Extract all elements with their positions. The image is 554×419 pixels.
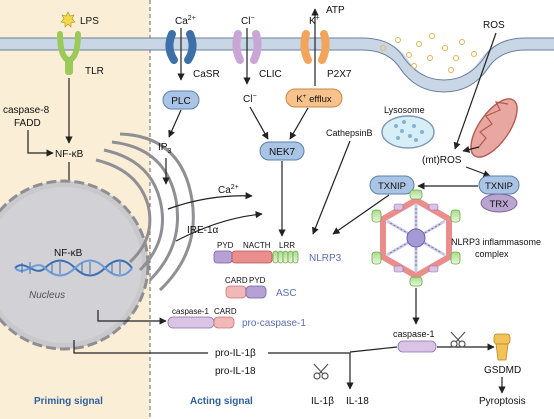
gsdmd-label: GSDMD <box>484 365 521 376</box>
scissors-icon <box>450 331 466 348</box>
dna-helix-icon <box>14 259 133 277</box>
cl-cytoplasm-label: Cl− <box>243 93 257 105</box>
ros-label: ROS <box>483 20 505 31</box>
nfkb-nucleus-label: NF-κB <box>54 248 83 259</box>
cl-extracellular-label: Cl− <box>241 15 255 27</box>
asc-label: ASC <box>276 288 297 299</box>
nacth-label: NACTH <box>243 241 271 250</box>
k-efflux-node <box>285 88 343 108</box>
p2x7-label: P2X7 <box>327 69 352 80</box>
k-to-nek7-arrow <box>289 107 309 140</box>
nucleus <box>0 179 150 351</box>
mito-to-ros-arrow <box>462 145 480 153</box>
lysosome-label: Lysosome <box>384 105 425 115</box>
priming-signal-footer: Priming signal <box>34 396 103 407</box>
il1b-label: IL-1β <box>311 396 334 407</box>
procaspase1-label: pro-caspase-1 <box>242 318 306 329</box>
fadd-to-nfkb-arrow <box>27 130 54 157</box>
k-efflux-label: K+ efflux <box>296 93 332 105</box>
nucleus-to-procaspase-arrow <box>97 310 167 325</box>
cell-membrane <box>0 37 554 93</box>
ire1a-arrow <box>175 211 263 242</box>
casr-label: CaSR <box>193 69 220 80</box>
extracellular-particles <box>380 33 477 73</box>
nek7-node <box>259 141 305 161</box>
pyroptosis-label: Pyroptosis <box>479 396 526 407</box>
nlrp3-inflammasome-complex-icon <box>371 189 461 287</box>
cathepsinb-label: CathepsinB <box>326 128 373 138</box>
tlr-label: TLR <box>85 66 104 77</box>
lps-icon <box>60 11 76 28</box>
nucleus-to-cytokine-line <box>73 340 208 354</box>
ca-er-label: Ca2+ <box>218 184 239 196</box>
nlrp3-protein-icon <box>213 250 299 264</box>
atp-label: ATP <box>326 5 345 16</box>
plc-to-ip3-arrow <box>168 109 182 138</box>
cytokine-maturation-arrow <box>268 352 354 390</box>
pyd-label: PYD <box>217 241 234 250</box>
caspase8-label: caspase-8 <box>3 105 50 116</box>
nfkb-cytoplasm-label: NF-κB <box>55 149 84 160</box>
ire1a-label: IRE-1α <box>187 225 219 236</box>
ca-extracellular-label: Ca2+ <box>175 15 196 27</box>
endoplasmic-reticulum <box>95 132 195 292</box>
asc-protein-icon <box>225 285 267 299</box>
caspase1-active-protein-icon <box>397 340 437 353</box>
pro-il1b-label: pro-IL-1β <box>215 348 256 359</box>
p2x7-channel-icon <box>300 30 330 64</box>
plc-label: PLC <box>171 96 190 107</box>
k-extracellular-label: K+ <box>309 15 320 27</box>
card-pro-label: CARD <box>214 307 237 316</box>
acting-signal-footer: Acting signal <box>190 396 253 407</box>
il18-label: IL-18 <box>346 396 369 407</box>
cathepsinb-arrow <box>312 140 351 235</box>
nlrp3-label: NLRP3 <box>309 253 342 264</box>
inflammasome-label-line2: complex <box>475 249 509 259</box>
lrr-label: LRR <box>279 241 295 250</box>
lps-label: LPS <box>80 16 99 27</box>
mtros-to-txnip-arrow <box>465 166 491 178</box>
caspase1-active-label: caspase-1 <box>393 329 435 339</box>
lysosome-icon <box>381 115 435 149</box>
cl-to-nek7-arrow <box>249 106 269 140</box>
mtros-label: (mt)ROS <box>422 155 462 166</box>
mitochondrion-icon <box>470 98 518 158</box>
txnip-bound-label: TXNIP <box>485 181 513 192</box>
clic-label: CLIC <box>259 69 282 80</box>
fadd-label: FADD <box>14 118 41 129</box>
card-label: CARD <box>225 276 248 285</box>
txnip-to-nlrp3-arrow <box>332 194 390 235</box>
txnip-free-label: TXNIP <box>378 181 406 192</box>
casr-channel-icon <box>165 30 197 64</box>
caspase1-cleavage-line <box>349 346 398 353</box>
ip3-label: IP3 <box>158 142 171 155</box>
trx-node <box>480 193 518 213</box>
pyd-asc-label: PYD <box>249 276 266 285</box>
pro-il18-label: pro-IL-18 <box>215 366 256 377</box>
nek7-label: NEK7 <box>269 147 296 158</box>
gsdmd-protein-icon <box>493 333 511 361</box>
ros-arrow <box>453 32 497 150</box>
trx-label: TRX <box>490 199 510 210</box>
tlr-receptor-icon <box>57 31 81 75</box>
ca-release-arrow <box>167 192 253 210</box>
scissors-icon <box>313 363 329 380</box>
nucleus-label: Nucleus <box>29 290 65 301</box>
clic-channel-icon <box>232 30 262 64</box>
txnip-free-node <box>369 175 415 195</box>
plc-node <box>162 90 200 110</box>
inflammasome-label-line1: NLRP3 inflammasome <box>451 237 541 247</box>
procaspase1-protein-icon <box>167 316 235 329</box>
caspase1-domain-label: caspase-1 <box>172 307 209 316</box>
